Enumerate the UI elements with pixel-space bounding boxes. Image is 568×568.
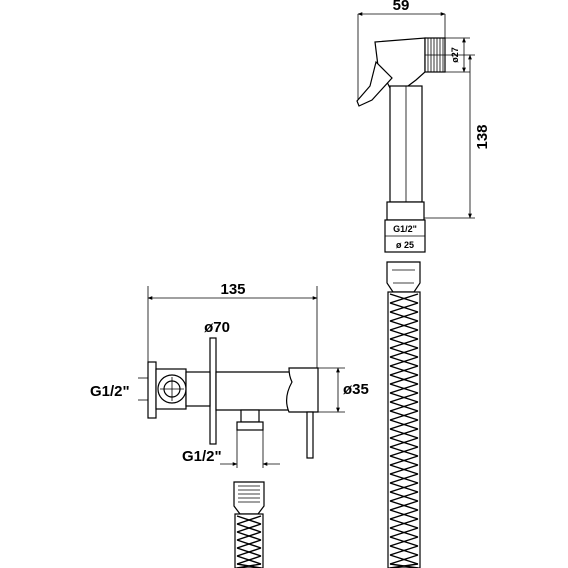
braid-stroke — [236, 523, 262, 533]
mixer-valve-view: 135 ø70 G1/2" ø35 G1/2" — [90, 281, 369, 568]
valve-body-diameter-label: ø35 — [343, 381, 369, 398]
braid-stroke — [389, 401, 419, 412]
braid-stroke — [389, 464, 419, 475]
braid-stroke — [389, 329, 419, 340]
braid-stroke — [389, 473, 419, 484]
outlet-thread — [236, 421, 264, 431]
braid-stroke — [389, 545, 419, 556]
braid-stroke — [389, 302, 419, 313]
wall-flange-plate — [209, 337, 217, 445]
braid-stroke — [389, 527, 419, 538]
top-width-label: 59 — [393, 0, 410, 14]
braid-stroke — [389, 347, 419, 358]
braid-stroke — [236, 547, 262, 557]
spray-length-label: 138 — [474, 124, 491, 149]
braid-stroke — [389, 392, 419, 403]
braid-stroke — [236, 515, 262, 525]
braid-stroke — [389, 500, 419, 511]
spray-trigger-lever — [356, 60, 393, 107]
valve-lever-housing — [286, 367, 319, 413]
braid-stroke — [389, 311, 419, 322]
braid-stroke — [389, 518, 419, 529]
inlet-thread-label: G1/2" — [90, 383, 130, 400]
valve-lever-handle — [306, 411, 314, 459]
braid-stroke — [236, 531, 262, 541]
braid-stroke — [389, 419, 419, 430]
spray-handle-connector — [386, 201, 425, 221]
braid-stroke — [389, 356, 419, 367]
braid-stroke — [389, 509, 419, 520]
outlet-thread-label: G1/2" — [182, 448, 222, 465]
braid-stroke — [389, 365, 419, 376]
braid-stroke — [389, 437, 419, 448]
braid-stroke — [389, 410, 419, 421]
braid-stroke — [389, 455, 419, 466]
inlet-neck — [185, 371, 211, 407]
braid-stroke — [389, 293, 419, 304]
valve-length-label: 135 — [220, 281, 245, 298]
spray-head-view: G1/2" ø 25 59 ø27 138 — [356, 0, 491, 253]
braid-stroke — [389, 428, 419, 439]
braid-stroke — [389, 383, 419, 394]
braid-stroke — [389, 374, 419, 385]
flange-diameter-label: ø70 — [204, 319, 230, 336]
braid-stroke — [389, 563, 419, 568]
braid-stroke — [389, 320, 419, 331]
inlet-thread-ring — [147, 361, 157, 419]
spray-base-diameter-label: ø 25 — [396, 240, 414, 250]
spray-thread-label: G1/2" — [393, 224, 417, 234]
braid-stroke — [236, 563, 262, 568]
braid-stroke — [236, 539, 262, 549]
valve-body — [215, 371, 299, 411]
braid-stroke — [389, 446, 419, 457]
flexible-hose — [386, 261, 421, 568]
braid-stroke — [389, 338, 419, 349]
braid-stroke — [236, 555, 262, 565]
outlet-connector — [240, 409, 260, 423]
hose-top-nut — [386, 261, 421, 293]
braid-stroke — [389, 536, 419, 547]
braid-stroke — [389, 491, 419, 502]
braid-stroke — [389, 482, 419, 493]
braid-stroke — [389, 554, 419, 565]
lower-hose-braid-pattern — [236, 515, 262, 568]
hose-braid-pattern — [389, 293, 419, 568]
